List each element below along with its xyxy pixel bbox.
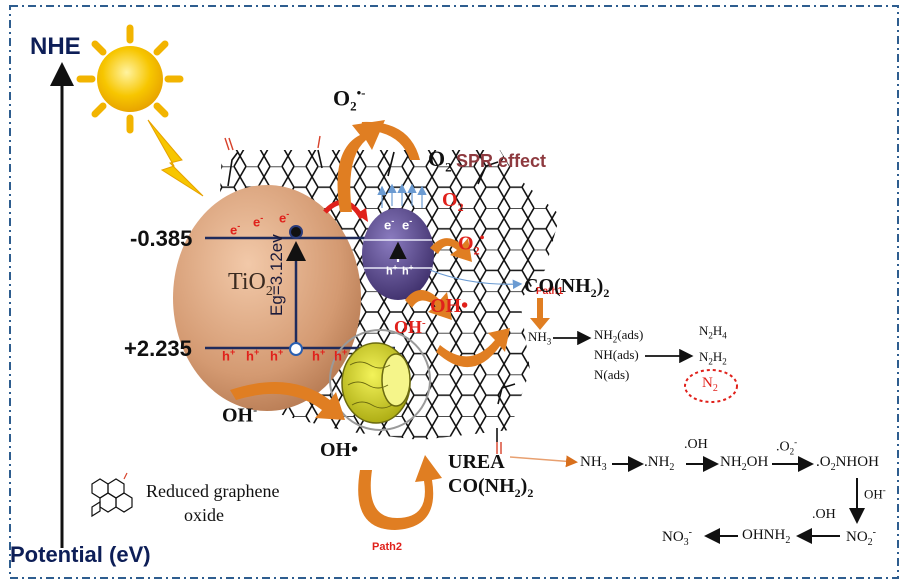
path1-label: Path1 [536, 286, 564, 297]
path2-nh2: .NH2 [644, 454, 675, 473]
hole-4: h+ [312, 347, 326, 364]
hole-dot [289, 342, 303, 356]
path2-nh3: NH3 [580, 454, 607, 473]
o2-red: O2 [442, 189, 464, 214]
path1-arrows [553, 330, 694, 364]
tio2-label: TiO2 [228, 269, 273, 299]
nanotube-particle [329, 329, 431, 431]
axis-bottom-label: Potential (eV) [10, 542, 151, 567]
oh-minus-1: OH- [394, 317, 426, 337]
path1-n2: N2 [702, 375, 718, 394]
curved-arrow-icon [230, 120, 550, 530]
legend-line-2: oxide [184, 505, 224, 525]
path2-urea-title: UREA [448, 451, 505, 473]
o2-radical: O2• [458, 231, 485, 258]
tio2-particle [173, 185, 361, 411]
path1-n-ads: N(ads) [594, 367, 630, 382]
path2-urea-formula: CO(NH2)2 [448, 475, 534, 500]
spr-o2: O2 [428, 146, 452, 175]
path1-urea: CO(NH2)2 [524, 275, 610, 300]
path2-no2: NO2- [846, 527, 877, 548]
hole-7: h+ [402, 263, 414, 278]
electron-4: e- [384, 216, 395, 233]
electron-3: e- [279, 209, 290, 226]
electron-2: e- [253, 213, 264, 230]
hole-5: h+ [334, 347, 348, 364]
electron-5: e- [402, 216, 413, 233]
path1-nh-ads: NH(ads) [594, 347, 639, 362]
path1-n2h4: N2H4 [699, 323, 727, 341]
hole-1: h+ [222, 347, 236, 364]
path2-o2nhoh: .O2NHOH [816, 454, 879, 473]
path2-o2-minus: .O2- [776, 437, 798, 457]
cb-potential-label: -0.385 [130, 226, 193, 251]
sun-icon [76, 24, 184, 134]
hole-3: h+ [270, 347, 284, 364]
frame-border [9, 5, 899, 579]
path1-n2h2: N2H2 [699, 349, 727, 367]
spr-arrows [377, 183, 427, 208]
lightning-icon [147, 119, 204, 197]
path2-no3: NO3- [662, 527, 693, 548]
vb-potential-label: +2.235 [124, 336, 192, 361]
hole-6: h+ [386, 263, 398, 278]
path1-nh2-ads: NH2(ads) [594, 327, 644, 345]
graphene-legend-icon [91, 472, 133, 518]
electron-1: e- [230, 221, 241, 238]
path2-ohnh2: OHNH2 [742, 527, 791, 546]
band-gap-label: Eg=3.12ev [267, 234, 286, 316]
hole-2: h+ [246, 347, 260, 364]
n2-highlight [684, 369, 738, 403]
path2-oh-minus: OH- [864, 485, 886, 502]
legend-line-1: Reduced graphene [146, 481, 280, 501]
path2-nh2oh: NH2OH [720, 454, 769, 473]
path2-arrows [612, 456, 865, 544]
path2-label: Path2 [372, 541, 402, 553]
spr-effect-label: SPR effect [456, 151, 547, 171]
path1-nh3: NH3 [528, 329, 552, 347]
path2-oh-radical-2: .OH [812, 507, 836, 522]
superoxide-top: O2•- [333, 85, 366, 114]
oh-radical-2: OH• [320, 439, 359, 461]
oh-minus-2: OH- [222, 403, 258, 427]
electron-dot [289, 225, 303, 239]
axis-top-label: NHE [30, 33, 81, 60]
oh-radical-1: OH• [430, 295, 469, 317]
path2-oh-radical: .OH [684, 437, 708, 452]
